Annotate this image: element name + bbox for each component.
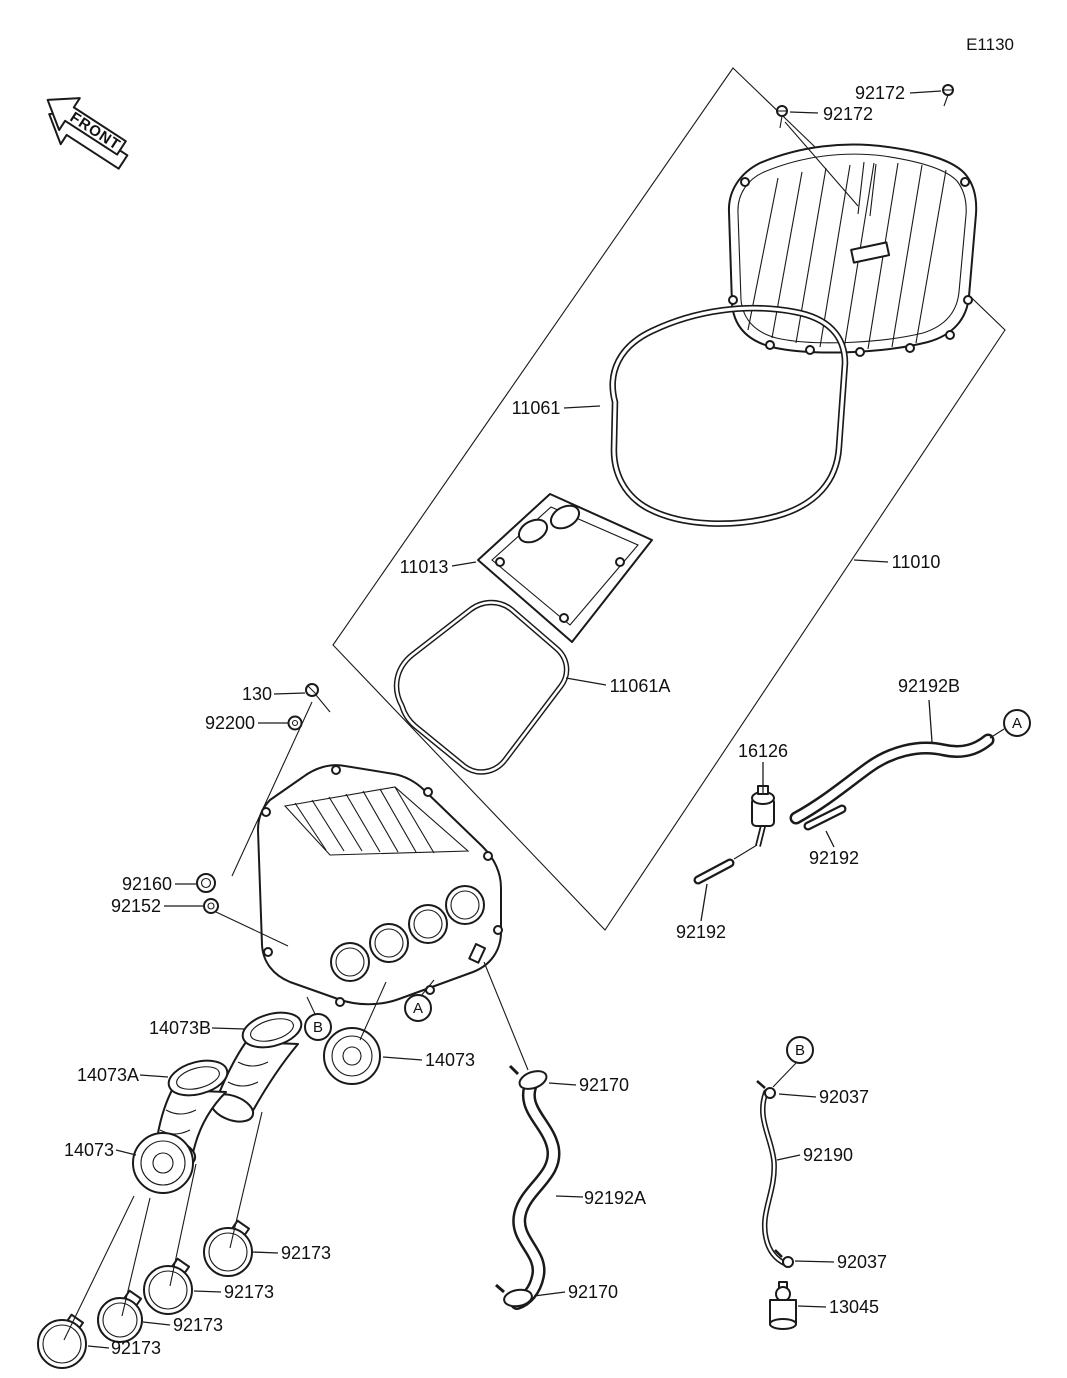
part-label-11061A: 11061A <box>610 676 671 696</box>
callout-b-mid-label: B <box>313 1019 323 1036</box>
tube-clamp-icon <box>508 1064 548 1090</box>
assembly-axis-lines <box>63 121 1005 1341</box>
part-label-11010: 11010 <box>892 552 941 572</box>
part-label-14073: 14073 <box>64 1140 114 1160</box>
part-label-92173: 92173 <box>281 1243 331 1263</box>
tube-clip-icon <box>756 1080 776 1099</box>
velocity-stack-openings <box>330 885 485 982</box>
tube-clip-icon <box>774 1249 794 1268</box>
callout-b-right-label: B <box>795 1042 805 1059</box>
label-leader-lines <box>87 90 942 1349</box>
part-label-92192: 92192 <box>676 922 726 942</box>
air-cleaner-cover-drawing <box>727 143 978 357</box>
intake-duct-right-drawing <box>323 1027 381 1085</box>
callout-a-mid: A <box>404 994 432 1022</box>
callout-a-right-label: A <box>1012 715 1022 732</box>
part-label-92037: 92037 <box>837 1252 887 1272</box>
callout-a-right: A <box>1003 709 1031 737</box>
part-label-92173: 92173 <box>111 1338 161 1358</box>
part-label-92173: 92173 <box>173 1315 223 1335</box>
part-label-14073: 14073 <box>425 1050 475 1070</box>
air-cleaner-housing-drawing <box>257 764 503 1007</box>
body-gasket-drawing <box>393 599 570 775</box>
part-label-92037: 92037 <box>819 1087 869 1107</box>
front-direction-arrow: FRONT <box>46 97 129 170</box>
part-label-92152: 92152 <box>111 896 161 916</box>
breather-tube-icon <box>693 858 735 885</box>
part-label-92190: 92190 <box>803 1145 853 1165</box>
part-label-92160: 92160 <box>122 874 172 894</box>
cover-gasket-drawing <box>609 304 849 527</box>
part-label-130: 130 <box>242 684 272 704</box>
hose-clamp-icon <box>143 1257 193 1315</box>
cover-bolt-bosses <box>728 177 973 357</box>
part-label-16126: 16126 <box>738 741 788 761</box>
diagram-code: E1130 <box>966 35 1014 54</box>
washer-icon <box>287 715 303 731</box>
hose-clamp-icon <box>203 1219 253 1277</box>
part-label-92172: 92172 <box>855 83 905 103</box>
hose-clamp-icon <box>37 1313 87 1369</box>
housing-bolt-bosses <box>261 765 503 1007</box>
part-label-92170: 92170 <box>568 1282 618 1302</box>
part-label-92192A: 92192A <box>584 1188 646 1208</box>
drain-hose-a-drawing <box>510 1073 561 1310</box>
part-label-92192B: 92192B <box>898 676 960 696</box>
part-label-92200: 92200 <box>205 713 255 733</box>
part-label-14073B: 14073B <box>149 1018 211 1038</box>
housing-drain-port <box>468 943 487 964</box>
check-valve-drawing <box>751 785 775 847</box>
cover-emblem <box>850 241 891 264</box>
cover-screw-icon <box>776 105 788 129</box>
air-filter-element-drawing <box>477 493 653 643</box>
cover-screw-icon <box>942 84 954 107</box>
breather-tube-icon <box>803 804 847 831</box>
breather-hose-b-drawing <box>789 733 995 825</box>
drain-tube-drawing <box>760 1089 789 1267</box>
drain-plug-drawing <box>769 1281 797 1330</box>
tube-clamp-icon <box>495 1283 533 1308</box>
part-label-92173: 92173 <box>224 1282 274 1302</box>
housing-seat-hatching <box>294 786 435 854</box>
collar-icon <box>203 898 219 914</box>
mount-bolt-icon <box>305 683 331 713</box>
callout-b-mid: B <box>304 1013 332 1041</box>
part-label-11061: 11061 <box>512 398 561 418</box>
grommet-icon <box>196 873 216 893</box>
part-label-92172: 92172 <box>823 104 873 124</box>
part-label-92192: 92192 <box>809 848 859 868</box>
part-label-14073A: 14073A <box>77 1065 139 1085</box>
part-number-labels: 92172 92172 11061 11013 11061A 11010 921… <box>64 83 960 1358</box>
part-label-11013: 11013 <box>400 557 449 577</box>
callout-b-right: B <box>786 1036 814 1064</box>
intake-duct-left-drawing <box>132 1132 194 1194</box>
intake-duct-b-drawing <box>209 1011 303 1123</box>
callout-a-mid-label: A <box>413 1000 423 1017</box>
hose-clamp-icon <box>97 1289 143 1343</box>
part-label-92170: 92170 <box>579 1075 629 1095</box>
part-label-13045: 13045 <box>829 1297 879 1317</box>
